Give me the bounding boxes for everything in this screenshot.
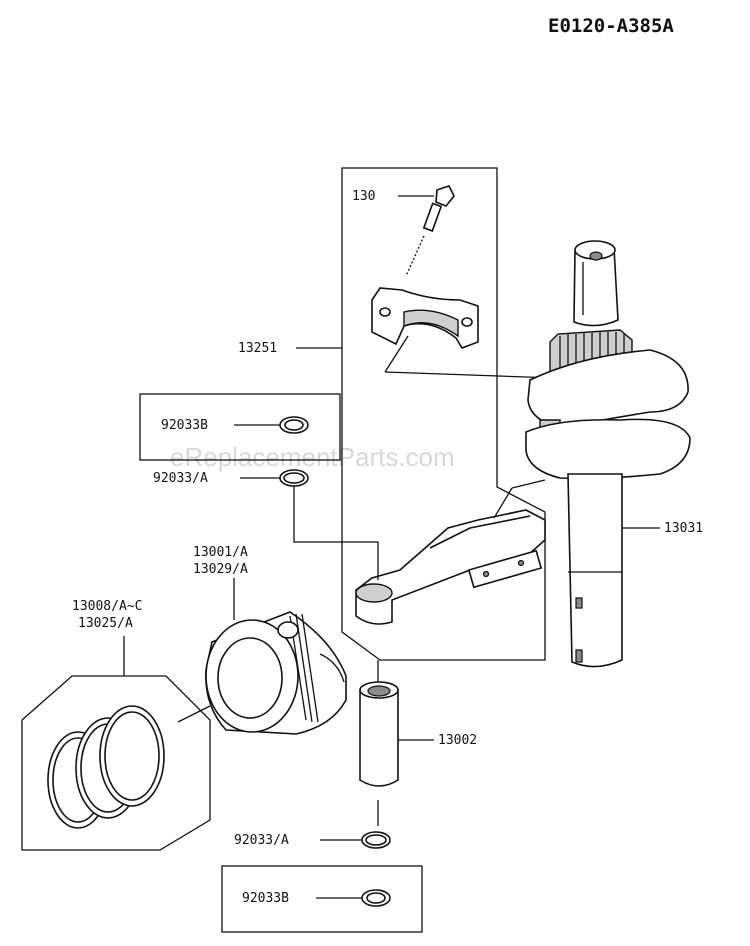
con-rod-label[interactable]: 13251 <box>238 341 277 356</box>
rod-leader-a <box>493 487 513 519</box>
watermark: eReplacementParts.com <box>170 442 455 472</box>
circlip-bottom-label[interactable]: 92033/A <box>234 833 289 848</box>
circlip-box-top-label[interactable]: 92033B <box>161 418 208 433</box>
circlip-top-part[interactable] <box>279 469 309 487</box>
crankshaft-label[interactable]: 13031 <box>664 521 703 536</box>
cap-leader <box>384 335 409 373</box>
rod-cap-part[interactable] <box>371 287 479 349</box>
circlip-box-bottom-label[interactable]: 92033B <box>242 891 289 906</box>
piston-label-2[interactable]: 13029/A <box>193 562 248 577</box>
crankshaft-part[interactable] <box>525 240 691 668</box>
rings-label-2[interactable]: 13025/A <box>78 616 133 631</box>
piston-pin-part[interactable] <box>359 681 399 787</box>
con-rod-assembly-frame <box>341 167 546 661</box>
rod-leader-b <box>511 479 546 489</box>
piston-label-1[interactable]: 13001/A <box>193 545 248 560</box>
pin-label[interactable]: 13002 <box>438 733 477 748</box>
diagram-code: E0120-A385A <box>548 15 674 37</box>
piston-rings-part[interactable] <box>47 705 165 829</box>
piston-part[interactable] <box>205 611 347 735</box>
rings-label-1[interactable]: 13008/A~C <box>72 599 142 614</box>
bolt-part[interactable] <box>405 185 455 277</box>
circlip-bottom-part[interactable] <box>361 831 391 849</box>
bolt-label[interactable]: 130 <box>352 189 375 204</box>
rings-to-piston-leader <box>177 705 211 723</box>
connecting-rod-part[interactable] <box>355 509 546 625</box>
cap-to-crank-leader <box>384 371 556 379</box>
rings-frame <box>21 675 211 851</box>
circlip-top-path <box>293 486 379 580</box>
circlip-box-top <box>139 393 341 461</box>
circlip-top-label[interactable]: 92033/A <box>153 471 208 486</box>
circlip-box-bottom <box>221 865 423 933</box>
